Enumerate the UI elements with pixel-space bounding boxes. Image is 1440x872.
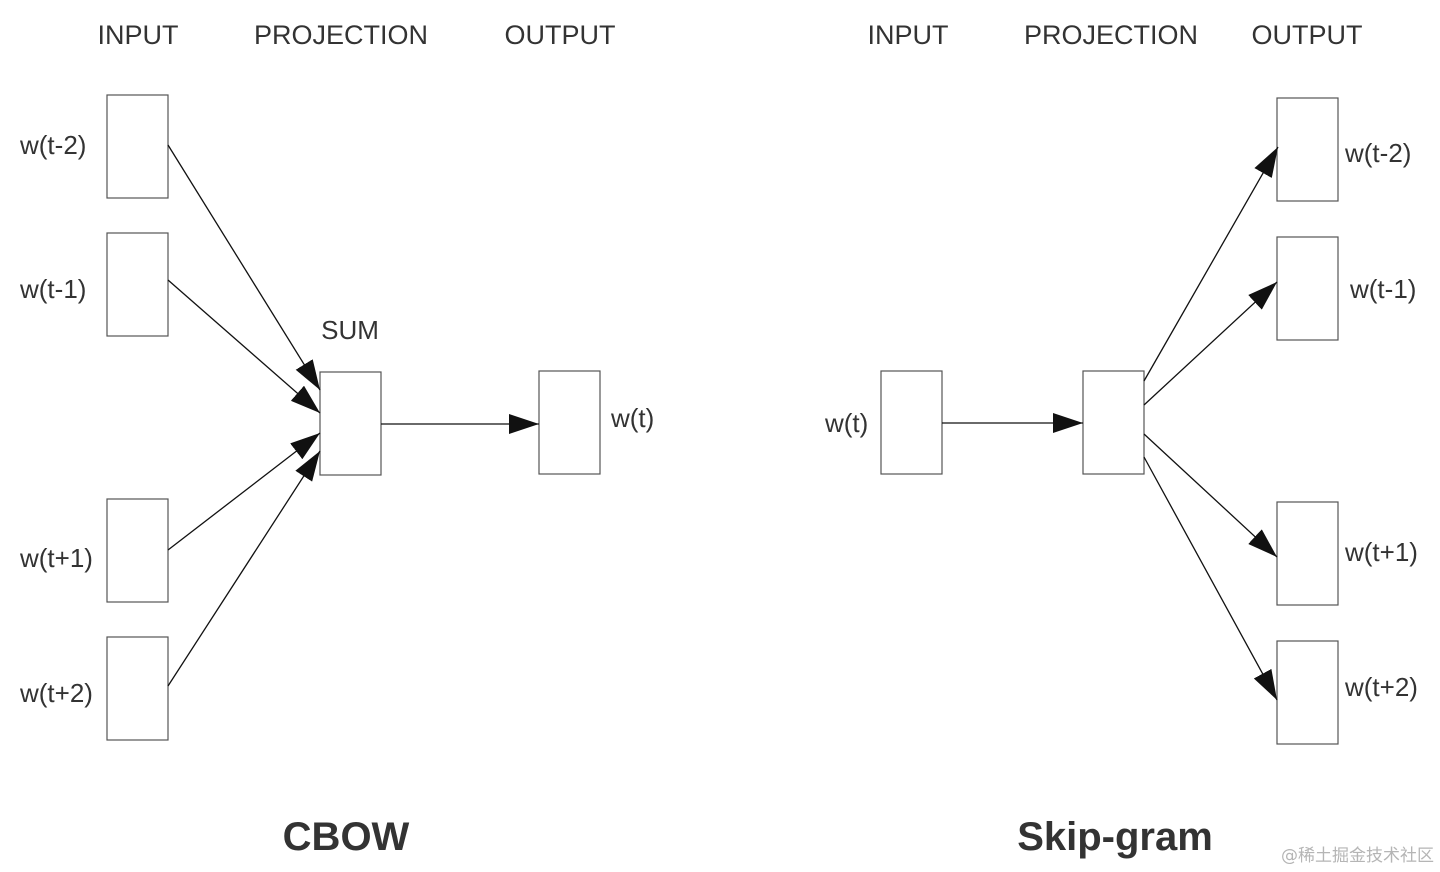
cbow-input-label: w(t+2): [19, 678, 93, 708]
skipgram-output-header: OUTPUT: [1252, 20, 1363, 50]
skipgram-output-box-t+1: [1276, 501, 1339, 606]
skipgram-output-label: w(t+2): [1344, 672, 1418, 702]
cbow-output-header: OUTPUT: [505, 20, 616, 50]
cbow-input-box-t+1: [106, 498, 169, 603]
watermark-text: @稀土掘金技术社区: [1281, 846, 1434, 866]
skipgram-model: INPUT PROJECTION OUTPUT w(t) w(t-2) w(t-…: [824, 20, 1418, 859]
skipgram-output-label: w(t+1): [1344, 537, 1418, 567]
skipgram-arrow: [1143, 146, 1279, 382]
cbow-input-box-t+2: [106, 636, 169, 741]
skipgram-title: Skip-gram: [1017, 815, 1213, 859]
cbow-arrow: [167, 450, 321, 687]
cbow-input-box-t-1: [106, 232, 169, 337]
skipgram-input-header: INPUT: [868, 20, 949, 50]
skipgram-arrow: [1143, 433, 1278, 558]
cbow-output-label: w(t): [610, 403, 654, 433]
skipgram-output-box-t-2: [1276, 97, 1339, 202]
cbow-arrow: [167, 279, 321, 414]
cbow-output-box: [538, 370, 601, 475]
cbow-projection-header: PROJECTION: [254, 20, 428, 50]
cbow-arrow: [167, 432, 321, 551]
skipgram-output-label: w(t-2): [1344, 138, 1411, 168]
skipgram-output-box-t-1: [1276, 236, 1339, 341]
skipgram-projection-header: PROJECTION: [1024, 20, 1198, 50]
skipgram-output-label: w(t-1): [1349, 274, 1416, 304]
cbow-title: CBOW: [283, 815, 410, 859]
skipgram-arrow: [1143, 281, 1278, 406]
skipgram-projection-box: [1082, 370, 1145, 475]
cbow-input-box-t-2: [106, 94, 169, 199]
skipgram-arrow: [1143, 456, 1278, 701]
skipgram-input-box: [880, 370, 943, 475]
cbow-input-label: w(t+1): [19, 543, 93, 573]
cbow-input-label: w(t-2): [19, 130, 86, 160]
cbow-model: INPUT PROJECTION OUTPUT w(t-2) w(t-1) w(…: [19, 20, 654, 859]
cbow-input-label: w(t-1): [19, 274, 86, 304]
cbow-input-header: INPUT: [98, 20, 179, 50]
skipgram-input-label: w(t): [824, 408, 868, 438]
cbow-projection-box: [319, 371, 382, 476]
skipgram-output-box-t+2: [1276, 640, 1339, 745]
cbow-arrow: [167, 144, 321, 391]
cbow-sum-label: SUM: [321, 315, 379, 345]
